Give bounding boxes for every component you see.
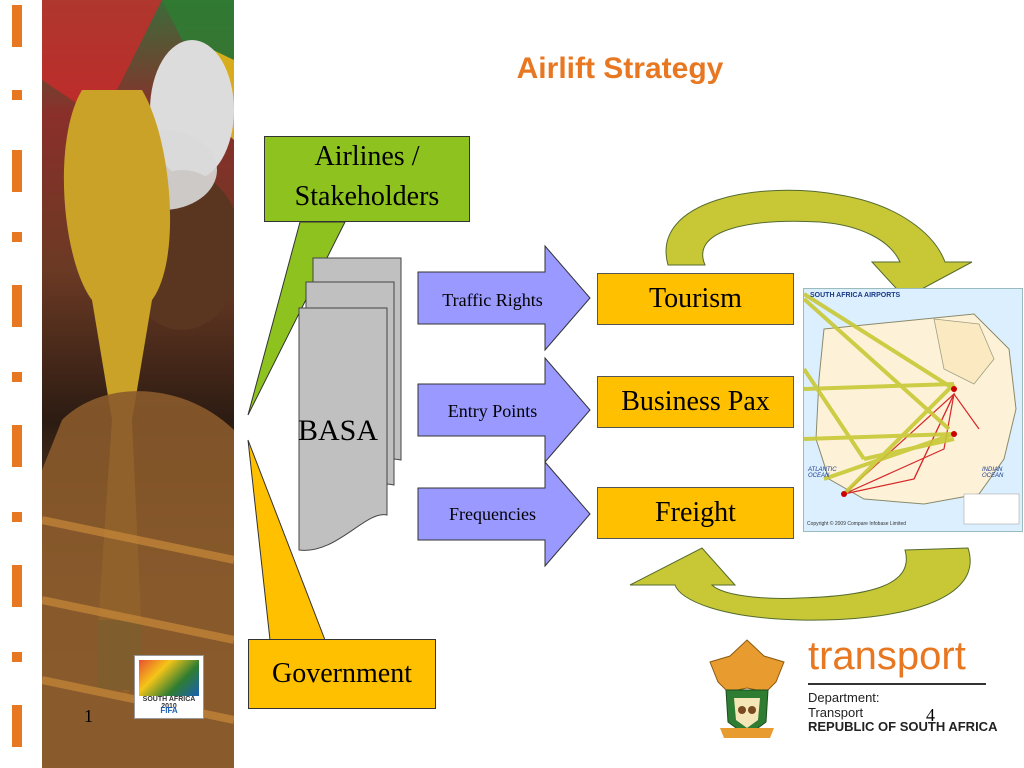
cycle-arrow-top — [665, 189, 973, 299]
dept-line-3: REPUBLIC OF SOUTH AFRICA — [808, 719, 998, 734]
border-dash — [12, 150, 22, 192]
arrow-label-traffic-rights: Traffic Rights — [442, 290, 543, 310]
arrow-label-entry-points: Entry Points — [447, 401, 538, 421]
map-atlantic-label: ATLANTIC OCEAN — [808, 467, 837, 479]
arrow-label-frequencies: Frequencies — [449, 504, 536, 524]
transport-brand-text: transport — [808, 634, 966, 678]
logo-divider — [808, 683, 986, 685]
airlines-callout-text: Airlines / Stakeholders — [294, 141, 440, 212]
arrow-frequencies — [417, 460, 591, 568]
border-dash — [12, 5, 22, 47]
border-dot — [12, 652, 22, 662]
basa-doc-front — [298, 307, 388, 551]
freight-box: Freight — [597, 487, 794, 539]
border-dash — [12, 565, 22, 607]
coat-of-arms-logo — [706, 636, 788, 740]
airlines-callout: Airlines / Stakeholders — [264, 136, 470, 222]
tourism-box-text: Tourism — [649, 283, 742, 314]
business-pax-box-text: Business Pax — [621, 386, 770, 417]
photo-page-number: 1 — [84, 706, 93, 726]
dept-line-1: Department: — [808, 690, 880, 705]
map-illustration — [804, 292, 1020, 525]
map-title: SOUTH AFRICA AIRPORTS — [810, 292, 901, 299]
tourism-box: Tourism — [597, 273, 794, 325]
dept-line-2: Transport — [808, 705, 864, 720]
border-dot — [12, 512, 22, 522]
badge-text: SOUTH AFRICA 2010 — [142, 696, 196, 710]
cycle-arrow-bottom — [629, 547, 971, 621]
border-dot — [12, 372, 22, 382]
government-callout: Government — [248, 639, 436, 709]
map-indian-label: INDIAN OCEAN — [982, 467, 1004, 479]
border-dot — [12, 90, 22, 100]
south-africa-airports-map: SOUTH AFRICA AIRPORTS ATLANTIC OCEAN IND… — [803, 288, 1023, 532]
badge-fifa: FIFA — [160, 706, 178, 715]
government-callout-text: Government — [272, 658, 412, 689]
photo-panel: SOUTH AFRICA 2010 FIFA 1 — [42, 0, 234, 768]
page-number: 4 — [926, 705, 935, 725]
coat-of-arms-icon — [709, 639, 785, 738]
world-cup-badge: SOUTH AFRICA 2010 FIFA — [134, 655, 204, 719]
badge-emblem — [139, 660, 199, 696]
freight-box-text: Freight — [655, 497, 736, 528]
border-dash — [12, 705, 22, 747]
page-title: Airlift Strategy — [516, 52, 724, 85]
border-dash — [12, 285, 22, 327]
arrow-entry-points — [417, 356, 591, 464]
border-dash — [12, 425, 22, 467]
border-dot — [12, 232, 22, 242]
business-pax-box: Business Pax — [597, 376, 794, 428]
map-copyright: Copyright © 2009 Compare Infobase Limite… — [807, 521, 907, 527]
basa-label: BASA — [298, 414, 379, 447]
arrow-traffic-rights — [417, 244, 591, 352]
